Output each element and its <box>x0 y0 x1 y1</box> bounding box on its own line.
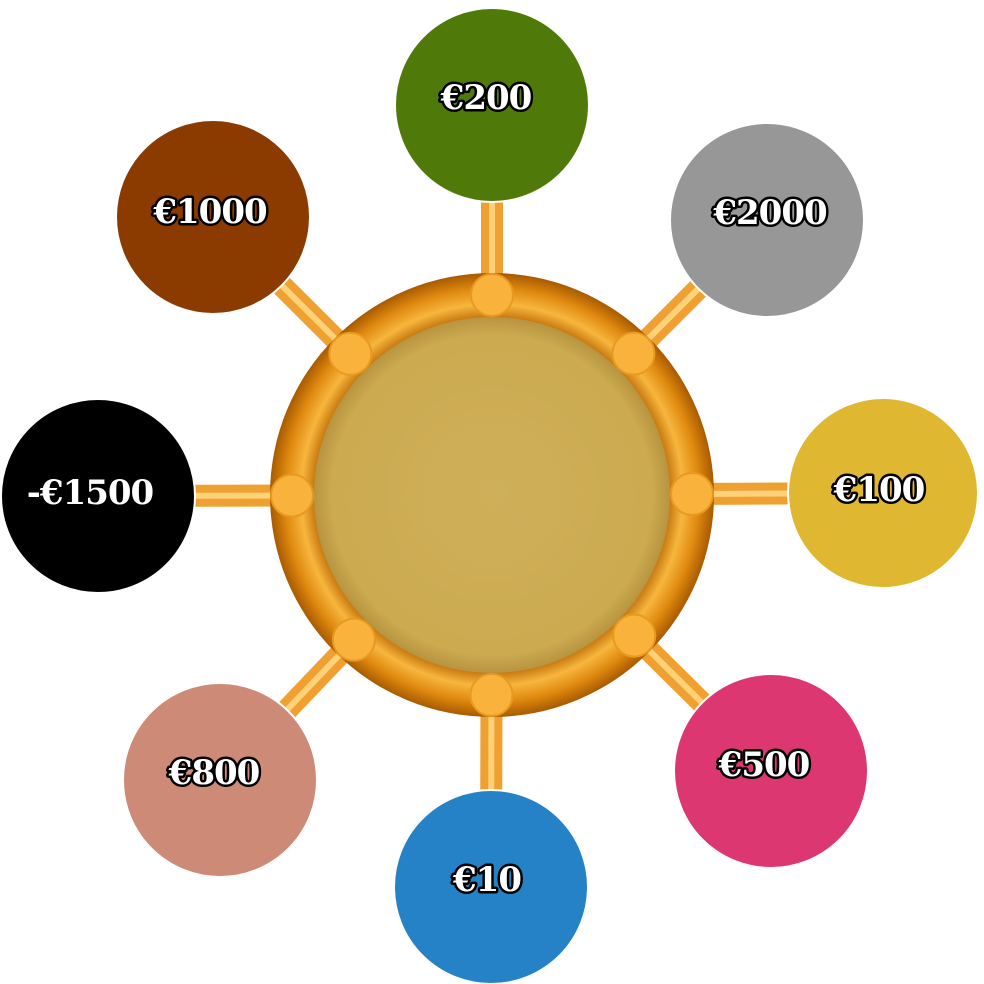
hub-knob-bottom-left <box>331 617 376 662</box>
prize-label-left: -€1500 <box>27 473 154 513</box>
hub-knob-right <box>669 471 714 516</box>
prize-label-bottom-left: €800 <box>168 753 260 793</box>
hub-knob-bottom-right <box>612 613 657 658</box>
prize-labels-group: €200 €2000 €100 €500 €10 €800 -€1500 €1000 <box>24 76 928 903</box>
hub-knobs-group <box>270 273 714 717</box>
prize-label-right: €100 <box>833 470 925 510</box>
hub-knob-left <box>270 473 315 518</box>
prize-circle-bottom <box>393 789 589 984</box>
hub-knob-top-right <box>611 331 656 376</box>
hub-knob-top <box>470 273 514 317</box>
prize-circle-top-right <box>669 122 865 318</box>
prize-circles-group <box>0 7 979 984</box>
hub-knob-bottom <box>469 672 514 717</box>
hub-inner-circle <box>314 317 670 673</box>
prize-circle-left <box>0 398 196 594</box>
prize-circle-top <box>394 7 590 203</box>
prize-label-bottom-right: €500 <box>718 745 810 785</box>
hub-knob-top-left <box>328 331 373 376</box>
prize-circle-top-left <box>115 119 311 315</box>
prize-label-bottom: €10 <box>452 860 521 900</box>
prize-label-top: €200 <box>440 78 532 118</box>
prize-circle-right <box>787 397 979 589</box>
center-hub <box>270 273 714 717</box>
prize-circle-bottom-left <box>122 682 318 878</box>
prize-label-top-left: €1000 <box>152 192 267 232</box>
prize-circle-bottom-right <box>673 673 869 869</box>
prize-label-top-right: €2000 <box>712 193 827 233</box>
